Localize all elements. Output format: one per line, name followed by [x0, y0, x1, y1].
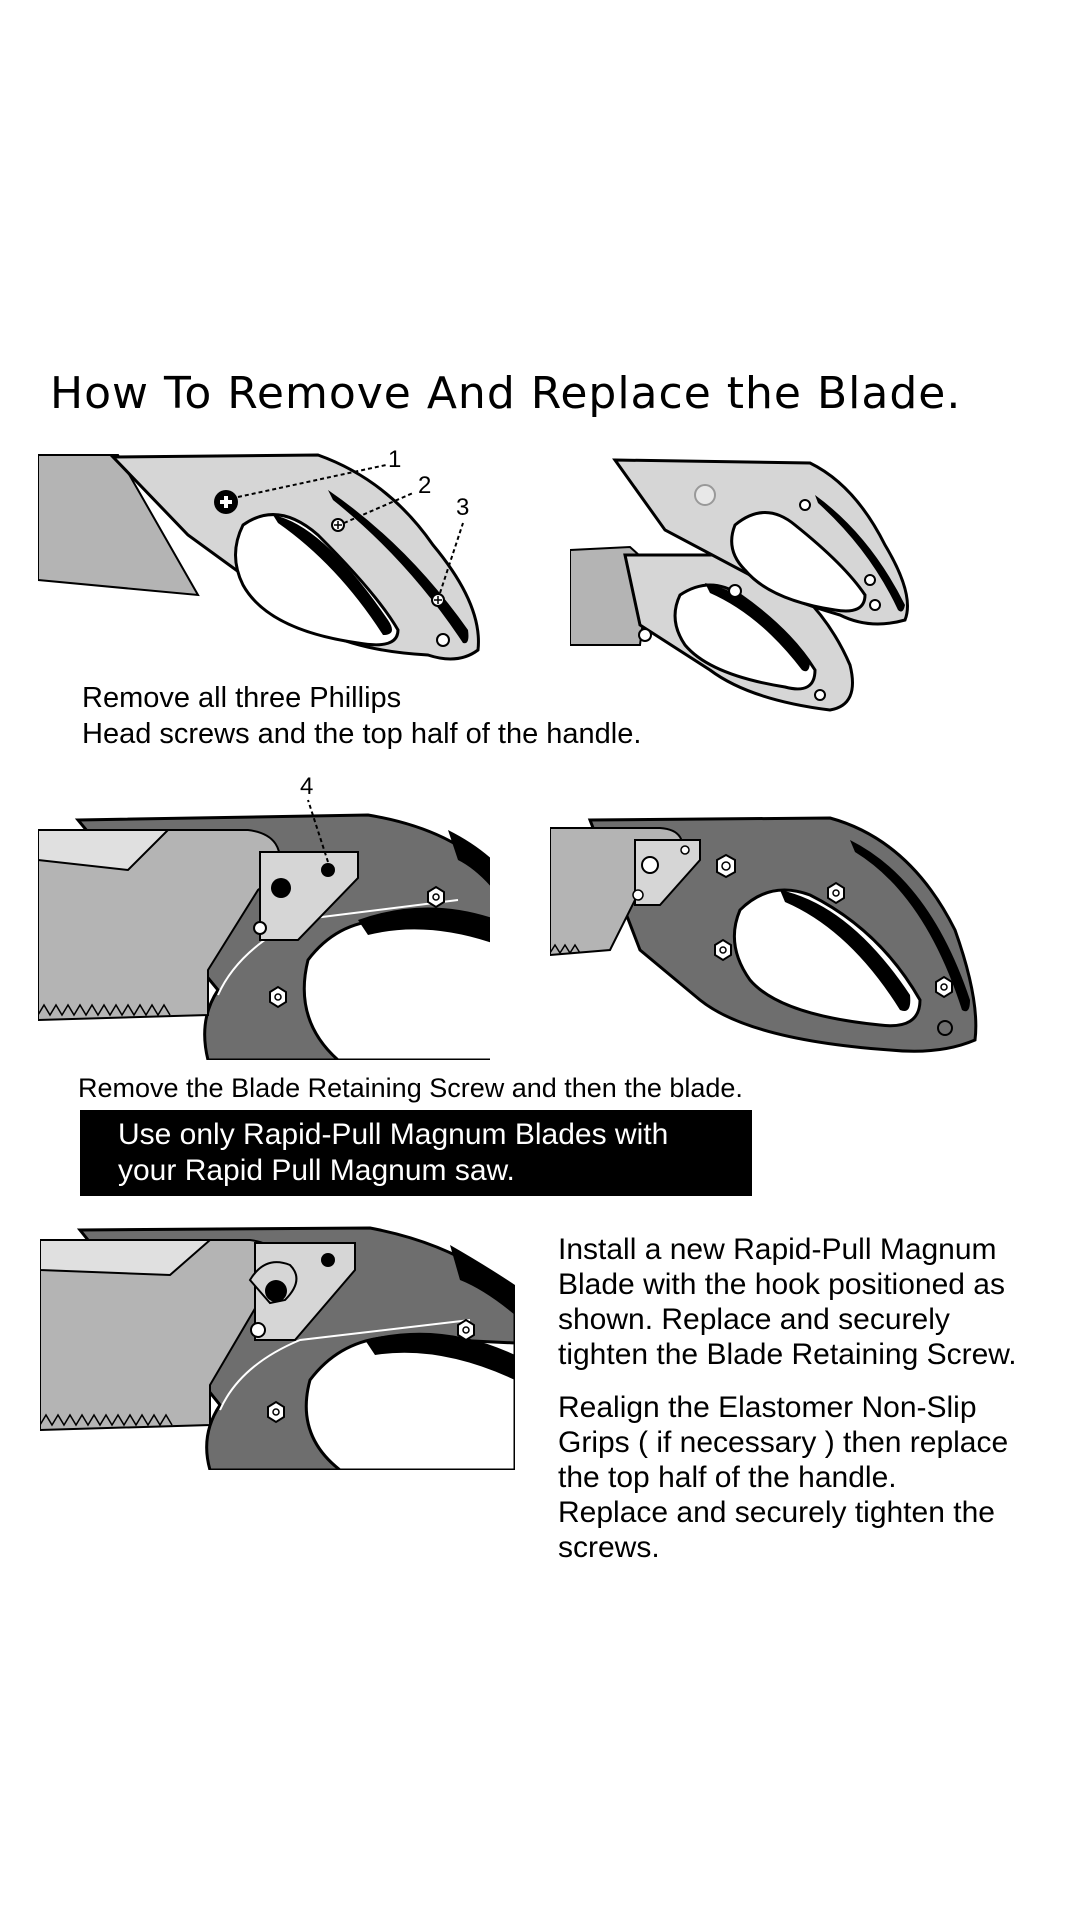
- hex-nut-icon: [269, 985, 287, 1009]
- saw-teeth: [40, 1413, 173, 1427]
- callout-1: 1: [388, 446, 401, 473]
- step2-caption: Remove the Blade Retaining Screw and the…: [78, 1073, 743, 1103]
- figure-blade-removed: [550, 816, 978, 1053]
- hex-nut-icon: [827, 881, 845, 905]
- paragraph-line: shown. Replace and securely: [558, 1303, 950, 1336]
- callout-2: 2: [418, 472, 431, 499]
- figure-handle-screws: 1 2 3: [38, 446, 480, 661]
- paragraph-line: screws.: [558, 1531, 660, 1564]
- hole-icon: [864, 574, 876, 586]
- figure-blade-retaining-screw: 4: [38, 773, 490, 1060]
- inner-outline: [219, 1319, 471, 1411]
- paragraph-line: Grips ( if necessary ) then replace: [558, 1426, 1009, 1459]
- grip-opening: [302, 918, 490, 1060]
- elastomer-grip-lower: [705, 583, 810, 672]
- hex-nut-icon: [716, 853, 736, 879]
- screw-2-icon: [331, 518, 345, 532]
- warning-line: your Rapid Pull Magnum saw.: [118, 1154, 515, 1187]
- grip-opening-upper: [730, 511, 867, 613]
- realign-instructions: Realign the Elastomer Non-Slip Grips ( i…: [558, 1390, 1008, 1565]
- blade-warning-banner: Use only Rapid-Pull Magnum Blades with y…: [80, 1110, 752, 1196]
- warning-line: Use only Rapid-Pull Magnum Blades with: [118, 1118, 669, 1151]
- saw-teeth: [38, 1003, 171, 1017]
- grip-opening: [732, 888, 922, 1028]
- hole-icon: [799, 499, 811, 511]
- step1-caption: Remove all three Phillips Head screws an…: [82, 680, 641, 752]
- blade-edge: [40, 1239, 213, 1277]
- hex-nut-icon: [427, 885, 445, 909]
- elastomer-grip: [273, 515, 392, 635]
- nut-icon: [728, 584, 742, 598]
- blade-hook-pin-icon: [265, 1280, 287, 1302]
- callout-4: 4: [300, 773, 313, 800]
- hole-icon: [814, 689, 826, 701]
- blade-hook-pin-icon: [641, 856, 659, 874]
- blade-hook-pin-icon: [271, 878, 291, 898]
- hole-icon: [869, 599, 881, 611]
- screw-3-icon: [431, 593, 445, 607]
- grip-opening: [304, 1335, 515, 1470]
- hole-icon: [253, 921, 267, 935]
- figure-install-blade: [40, 1226, 515, 1470]
- install-instructions: Install a new Rapid-Pull Magnum Blade wi…: [558, 1232, 1017, 1372]
- paragraph-line: tighten the Blade Retaining Screw.: [558, 1338, 1017, 1371]
- screw-hole-icon: [694, 484, 716, 506]
- page-title: How To Remove And Replace the Blade.: [50, 368, 962, 419]
- hole-icon: [250, 1322, 266, 1338]
- nut-icon: [638, 628, 652, 642]
- paragraph-line: Blade with the hook positioned as: [558, 1268, 1005, 1301]
- elastomer-grip-outer: [450, 1245, 515, 1315]
- blade-edge: [38, 829, 171, 872]
- hex-nut-icon: [267, 1400, 285, 1424]
- elastomer-grip: [358, 907, 490, 943]
- elastomer-grip: [780, 890, 911, 1011]
- paragraph-line: Replace and securely tighten the: [558, 1496, 995, 1529]
- paragraph-line: Realign the Elastomer Non-Slip: [558, 1391, 977, 1424]
- blade-shape: [38, 454, 200, 597]
- elastomer-grip-upper: [815, 495, 905, 612]
- hole-icon: [680, 845, 690, 855]
- hole-icon: [937, 1020, 953, 1036]
- grip-opening: [234, 513, 400, 647]
- elastomer-grip-outer: [850, 840, 970, 1012]
- elastomer-grip: [365, 1332, 515, 1380]
- caption-line: Remove all three Phillips: [82, 682, 402, 714]
- retaining-screw-icon: [321, 1253, 335, 1267]
- saw-teeth: [550, 943, 581, 955]
- hex-nut-icon: [457, 1318, 475, 1342]
- hex-nut-icon: [714, 938, 732, 962]
- paragraph-line: Install a new Rapid-Pull Magnum: [558, 1233, 997, 1266]
- retaining-screw-icon: [321, 863, 335, 877]
- caption-line: Head screws and the top half of the hand…: [82, 718, 642, 750]
- screw-1-icon: [214, 490, 238, 514]
- elastomer-grip-outer: [328, 490, 469, 644]
- hole-icon: [436, 633, 450, 647]
- hole-icon: [632, 889, 644, 901]
- paragraph-line: the top half of the handle.: [558, 1461, 897, 1494]
- elastomer-grip-outer: [448, 830, 490, 886]
- callout-3: 3: [456, 494, 469, 521]
- figure-handle-separated: [570, 458, 909, 712]
- hex-nut-icon: [935, 975, 953, 999]
